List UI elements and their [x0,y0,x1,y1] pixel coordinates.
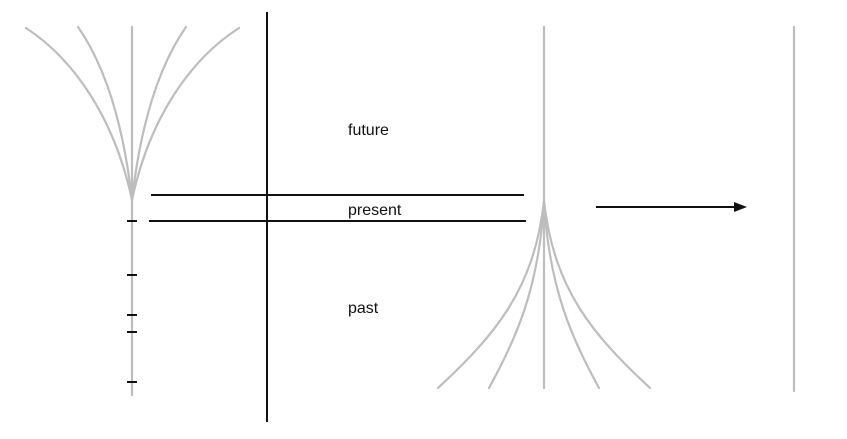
transformation-arrow [596,202,747,212]
past-label: past [348,300,379,317]
present-label: present [348,202,402,219]
past-branch [487,199,546,390]
future-branch [24,26,134,202]
future-label: future [348,122,389,139]
future-branch [76,25,134,202]
past-branch [542,199,601,390]
future-branch [130,26,241,202]
future-branch [130,25,188,202]
past-merging-tree [436,25,652,390]
future-branching-tree [24,25,241,397]
arrow-head [734,202,747,212]
past-branch [542,199,652,390]
past-event-ticks [127,220,137,383]
past-branch [436,199,546,390]
